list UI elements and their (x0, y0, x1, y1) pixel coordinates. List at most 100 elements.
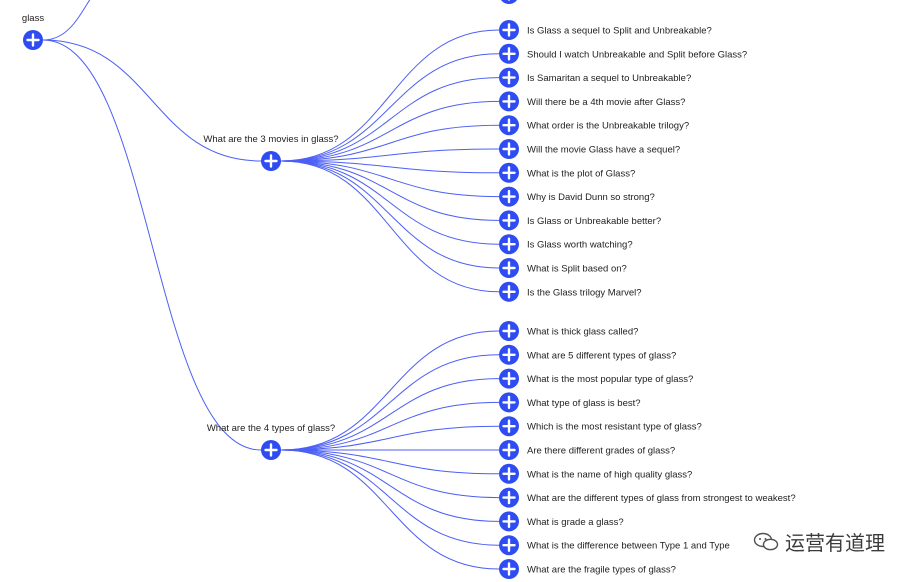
leaf-node[interactable] (499, 281, 519, 302)
leaf-label: Is Glass a sequel to Split and Unbreakab… (527, 26, 712, 37)
leaf-node[interactable] (499, 67, 519, 88)
leaf-node[interactable] (499, 559, 519, 579)
plus-icon (502, 419, 516, 433)
leaf-node[interactable] (499, 321, 519, 341)
plus-icon (502, 324, 516, 338)
tree-link (280, 29, 500, 162)
tree-link (280, 160, 500, 174)
tree-link (280, 160, 500, 269)
plus-icon (502, 514, 516, 529)
plus-icon (502, 47, 516, 61)
watermark-text: 运营有道理 (785, 531, 885, 555)
leaf-node[interactable] (499, 258, 519, 278)
leaf-node[interactable] (499, 440, 519, 460)
tree-link (280, 330, 500, 451)
plus-icon (502, 118, 516, 132)
leaf-node[interactable] (499, 91, 519, 112)
leaf-node[interactable] (499, 234, 519, 255)
leaf-node[interactable] (499, 115, 519, 136)
tree-link (280, 449, 500, 522)
root-label: glass (22, 13, 44, 24)
leaf-label: What is the difference between Type 1 an… (527, 541, 730, 552)
plus-icon (502, 348, 516, 362)
wechat-icon (753, 532, 779, 550)
leaf-node[interactable] (499, 20, 519, 40)
plus-icon (502, 490, 516, 505)
plus-icon (502, 538, 516, 552)
leaf-label: Which is the most resistant type of glas… (527, 422, 702, 433)
leaf-label: Is Glass or Unbreakable better? (527, 216, 661, 227)
plus-icon (502, 395, 516, 410)
branch-label: What are the 4 types of glass? (207, 423, 335, 434)
tree-link (42, 0, 91, 41)
leaf-node[interactable] (499, 487, 519, 508)
plus-icon (502, 189, 516, 204)
leaf-label: What are the fragile types of glass? (527, 565, 676, 576)
plus-icon (502, 371, 516, 386)
plus-icon (502, 213, 516, 228)
tree-link (280, 401, 500, 451)
leaf-node[interactable] (499, 511, 519, 532)
leaf-node-partial[interactable] (499, 0, 519, 4)
leaf-node[interactable] (499, 463, 519, 484)
leaf-label: What order is the Unbreakable trilogy? (527, 121, 689, 132)
leaf-label: Are there different grades of glass? (527, 446, 675, 457)
leaf-label: What is the plot of Glass? (527, 168, 635, 179)
leaf-label: What type of glass is best? (527, 398, 641, 409)
tree-link (280, 77, 500, 162)
tree-link (280, 378, 500, 451)
leaf-node[interactable] (499, 210, 519, 231)
node-circle (501, 0, 517, 4)
plus-icon (502, 237, 516, 251)
leaf-label: Should I watch Unbreakable and Split bef… (527, 49, 747, 60)
tree-link (280, 160, 500, 293)
leaf-node[interactable] (499, 535, 519, 556)
tree-link (280, 160, 500, 245)
tree-link (280, 100, 500, 162)
leaf-node[interactable] (499, 368, 519, 389)
wechat-watermark: 运营有道理 (753, 527, 885, 556)
root-node[interactable] (23, 30, 43, 50)
plus-icon (502, 261, 516, 275)
branch-label: What are the 3 movies in glass? (203, 134, 338, 145)
tree-link (280, 53, 500, 162)
tree-link (280, 160, 500, 221)
branch-node[interactable] (261, 151, 281, 171)
plus-icon (502, 70, 516, 85)
tree-link (280, 160, 500, 198)
tree-link (42, 39, 262, 451)
tree-link (280, 354, 500, 451)
tree-link (280, 124, 500, 162)
plus-icon (502, 443, 516, 457)
plus-icon (502, 285, 516, 299)
tree-link (42, 39, 262, 162)
leaf-node[interactable] (499, 162, 519, 183)
leaf-label: What are the different types of glass fr… (527, 493, 796, 504)
plus-icon (502, 562, 516, 576)
leaf-label: Is Samaritan a sequel to Unbreakable? (527, 73, 691, 84)
plus-icon (502, 467, 516, 481)
plus-icon (26, 33, 40, 47)
leaf-node[interactable] (499, 392, 519, 413)
plus-icon (502, 94, 516, 109)
tree-link (280, 148, 500, 162)
plus-icon (502, 23, 516, 37)
leaf-node[interactable] (499, 43, 519, 64)
leaf-label: Is Glass worth watching? (527, 240, 633, 251)
tree-link (280, 449, 500, 546)
tree-link (280, 449, 500, 570)
leaf-node[interactable] (499, 344, 519, 365)
leaf-node[interactable] (499, 139, 519, 159)
tree-link (280, 449, 500, 499)
leaf-label: What are 5 different types of glass? (527, 350, 676, 361)
leaf-label: What is the most popular type of glass? (527, 374, 693, 385)
leaf-label: What is Split based on? (527, 264, 627, 275)
leaf-label: What is thick glass called? (527, 327, 638, 338)
tree-link (280, 425, 500, 451)
branch-node[interactable] (261, 440, 281, 460)
leaf-node[interactable] (499, 416, 519, 437)
leaf-node[interactable] (499, 186, 519, 207)
leaf-label: What is grade a glass? (527, 517, 624, 528)
